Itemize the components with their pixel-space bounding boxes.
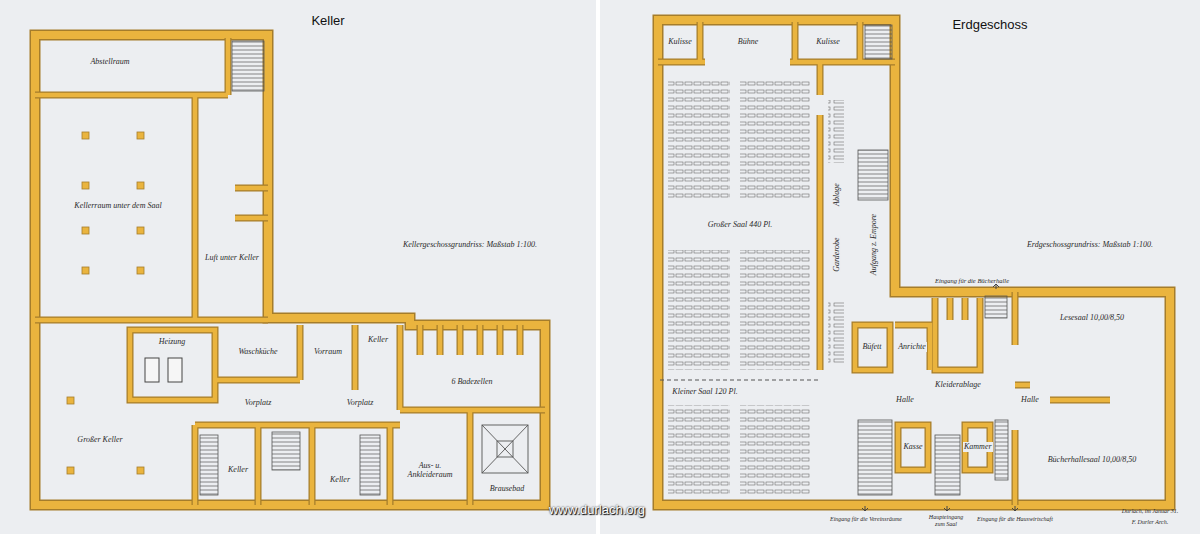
room-name: Kammer: [963, 442, 993, 451]
room-label: Waschküche: [235, 347, 280, 356]
room-name: Vorplatz: [346, 398, 375, 407]
panel-title: Erdgeschoss: [952, 17, 1027, 32]
room-label: Lesesaal 10,00/8,50: [1057, 313, 1127, 322]
stairs: [200, 41, 380, 495]
watermark: www.durlach.org: [548, 503, 646, 518]
boilers: [145, 358, 182, 382]
room-name: Kasse: [902, 442, 923, 451]
room-label: Keller: [365, 335, 391, 344]
room-name: Garderobe: [831, 237, 840, 274]
ground-floor-walls: [658, 20, 1170, 505]
room-name: Großer Keller: [76, 435, 123, 444]
floor-plan-panel: KellerAbstellraumKellerraum unter dem Sa…: [0, 0, 596, 534]
room-name: Heizung: [158, 337, 187, 346]
room-label: Garderobe: [831, 235, 840, 276]
room-name: Bücherhallesaal 10,00/8,50: [1047, 455, 1138, 464]
room-label: Kammer: [963, 442, 991, 451]
entrance-note: Eingang für die Bücherhalle: [934, 277, 1010, 284]
room-label: Vorraum: [311, 347, 345, 356]
room-name: Anrichte: [897, 342, 927, 351]
room-name: Aufgang z. Empore: [869, 213, 878, 276]
room-label: Kasse: [900, 442, 925, 451]
room-name: Kleiner Saal 120 Pl.: [671, 387, 738, 396]
room-label: Vorplatz: [344, 398, 377, 407]
entrance-note: Haupteingang zum Saal: [924, 514, 968, 528]
room-label: 6 Badezellen: [448, 377, 495, 386]
room-label: Kulisse: [665, 37, 695, 46]
room-name: Keller: [329, 475, 351, 484]
stairs: [858, 25, 1008, 495]
sheet-background: [0, 0, 596, 534]
room-name: Büfett: [861, 342, 882, 351]
entrance-note: Eingang für die Hauswirtschaft: [976, 516, 1054, 523]
room-label: Bühne: [735, 37, 761, 46]
pillars: [67, 132, 144, 474]
room-label: Halle: [1018, 395, 1042, 404]
entrance-marks: [862, 284, 1018, 511]
scale-note: Erdgeschossgrundriss: Maßstab 1:100.: [1026, 240, 1154, 249]
room-label: Bücherhallesaal 10,00/8,50: [1045, 455, 1140, 464]
room-label: Büfett: [859, 342, 884, 351]
room-label: Großer Saal 440 Pl.: [705, 220, 776, 229]
room-name: Kulisse: [667, 37, 693, 46]
room-label: Aus- u. Ankleideraum: [395, 461, 465, 479]
sheet-background: [600, 0, 1200, 534]
room-label: Aufgang z. Empore: [869, 211, 878, 278]
room-name: Aus- u. Ankleideraum: [395, 461, 465, 479]
shower-symbol: [482, 425, 528, 473]
room-label: Ablage: [831, 181, 840, 210]
room-label: Kleiderablage: [932, 380, 984, 389]
room-label: Kellerraum unter dem Saal: [71, 201, 164, 210]
room-name: 6 Badezellen: [450, 377, 493, 386]
room-name: Keller: [367, 335, 389, 344]
room-label: Abstellraum: [87, 57, 132, 66]
room-name: Kleiderablage: [934, 380, 982, 389]
floor-plan-panel: ErdgeschossKulisse Bühne KulisseGroßer Saa…: [600, 0, 1200, 534]
room-label: Heizung: [156, 337, 189, 346]
seating: [668, 80, 844, 495]
room-name: Halle: [895, 395, 915, 404]
room-name: Keller: [227, 465, 249, 474]
room-label: Kulisse: [813, 37, 843, 46]
room-name: Kellerraum unter dem Saal: [73, 201, 162, 210]
room-label: Keller: [327, 475, 353, 484]
signature: F. Durler Arch.: [1131, 519, 1170, 526]
room-name: Waschküche: [237, 347, 278, 356]
room-name: Kulisse: [815, 37, 841, 46]
scale-note: Kellergeschossgrundriss: Maßstab 1:100.: [402, 240, 538, 249]
signature: Durlach, im Januar 31.: [1121, 508, 1180, 515]
room-name: Lesesaal 10,00/8,50: [1059, 313, 1125, 322]
room-label: Kleiner Saal 120 Pl.: [669, 387, 740, 396]
room-label: Luft unter Keller: [203, 253, 261, 262]
room-name: Brausebad: [489, 484, 526, 493]
room-name: Bühne: [737, 37, 759, 46]
room-name: Abstellraum: [89, 57, 130, 66]
partition-line: [660, 380, 818, 381]
room-name: Großer Saal 440 Pl.: [707, 220, 774, 229]
room-name: Halle: [1020, 395, 1040, 404]
room-name: Luft unter Keller: [204, 253, 260, 262]
entrance-note: Eingang für die Vereinsräume: [829, 516, 903, 523]
room-label: Anrichte: [895, 342, 929, 351]
cellar-walls: [35, 35, 545, 505]
room-name: Vorplatz: [244, 398, 273, 407]
room-label: Großer Keller: [74, 435, 125, 444]
room-label: Vorplatz: [242, 398, 275, 407]
room-label: Brausebad: [487, 484, 528, 493]
room-label: Halle: [893, 395, 917, 404]
room-label: Keller: [225, 465, 251, 474]
room-name: Ablage: [831, 183, 840, 208]
panel-title: Keller: [311, 13, 344, 28]
room-name: Vorraum: [313, 347, 343, 356]
